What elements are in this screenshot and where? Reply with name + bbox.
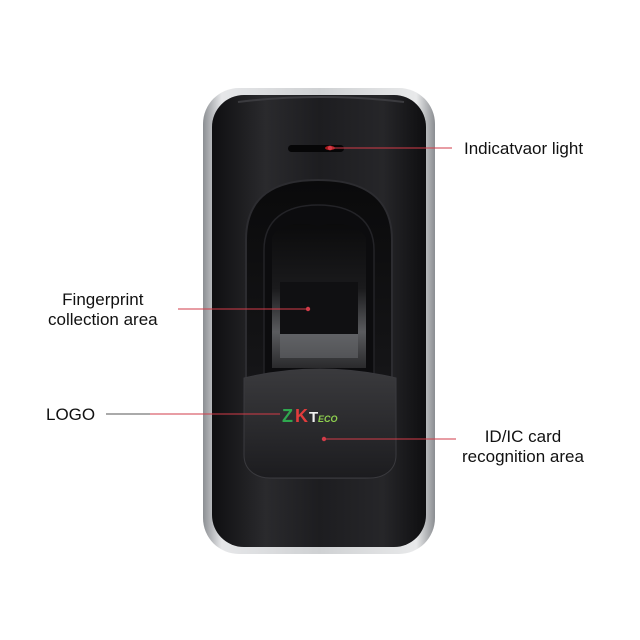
logo-label: LOGO (46, 405, 95, 425)
card-label-line1: ID/IC card (484, 427, 562, 446)
card-recognition-panel (243, 368, 397, 479)
indicator-light-text: Indicatvaor light (464, 139, 584, 158)
logo-letter-z: Z (282, 406, 293, 426)
card-label-line2: recognition area (462, 447, 584, 466)
logo-eco: ECO (318, 414, 338, 424)
fingerprint-label-line1: Fingerprint (62, 290, 144, 309)
zkteco-logo: Z K T ECO (282, 406, 338, 426)
logo-letter-k: K (295, 406, 308, 426)
fingerprint-area-label: Fingerprint collection area (48, 290, 158, 330)
fingerprint-label-line2: collection area (48, 310, 158, 329)
logo-letter-t: T (309, 409, 318, 426)
logo-label-text: LOGO (46, 405, 96, 424)
indicator-light-label: Indicatvaor light (464, 139, 583, 159)
card-area-label: ID/IC card recognition area (462, 427, 584, 467)
